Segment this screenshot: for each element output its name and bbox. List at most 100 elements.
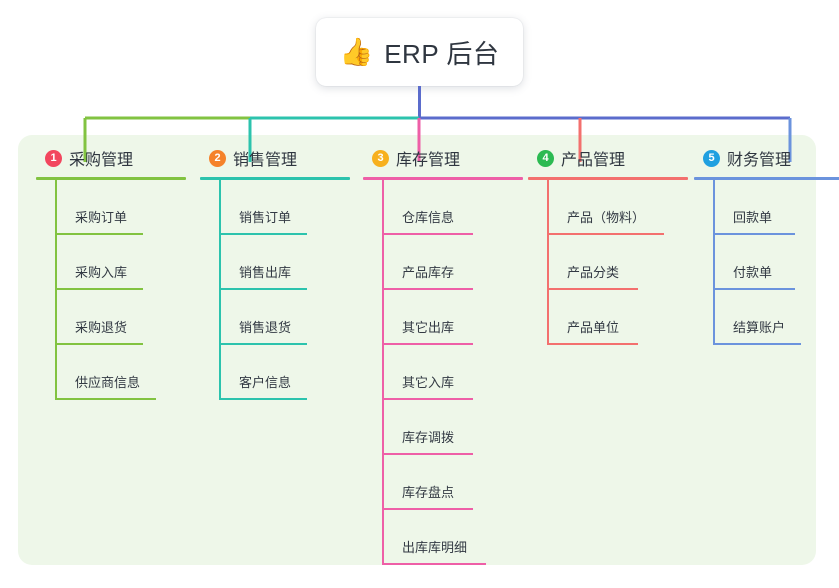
branch-item[interactable]: 产品单位 bbox=[547, 290, 688, 345]
thumbs-up-emoji: 👍 bbox=[339, 36, 374, 67]
branch-item-label: 结算账户 bbox=[733, 320, 786, 335]
branch-header-rule bbox=[200, 177, 350, 180]
root-node-card[interactable]: 👍 ERP 后台 bbox=[316, 18, 523, 86]
branch-item-label: 其它入库 bbox=[402, 375, 455, 390]
branch-item-rule bbox=[382, 233, 473, 235]
branch-item-rule bbox=[382, 398, 473, 400]
branch-spine bbox=[55, 180, 57, 400]
branch-column-2: 2 销售管理销售订单销售出库销售退货客户信息 bbox=[200, 146, 350, 400]
branch-item[interactable]: 采购入库 bbox=[55, 235, 186, 290]
branch-item-rule bbox=[55, 288, 143, 290]
branch-item[interactable]: 产品（物料） bbox=[547, 180, 688, 235]
branch-item-label: 销售订单 bbox=[239, 210, 292, 225]
branch-header-rule bbox=[528, 177, 688, 180]
branch-item-list: 采购订单采购入库采购退货供应商信息 bbox=[55, 180, 186, 400]
branch-header-1[interactable]: 1 采购管理 bbox=[36, 146, 186, 170]
branch-item-rule bbox=[547, 233, 664, 235]
branch-title: 采购管理 bbox=[69, 152, 134, 169]
root-node-title: ERP 后台 bbox=[384, 38, 500, 69]
branch-header-2[interactable]: 2 销售管理 bbox=[200, 146, 350, 170]
branch-title: 财务管理 bbox=[727, 152, 792, 169]
branch-item[interactable]: 销售出库 bbox=[219, 235, 350, 290]
branch-item[interactable]: 其它入库 bbox=[382, 345, 523, 400]
branch-item[interactable]: 供应商信息 bbox=[55, 345, 186, 400]
branch-item-label: 库存调拨 bbox=[402, 430, 455, 445]
branch-number-badge: 2 bbox=[209, 149, 226, 167]
branch-column-1: 1 采购管理采购订单采购入库采购退货供应商信息 bbox=[36, 146, 186, 400]
branch-title: 销售管理 bbox=[233, 152, 298, 169]
branch-column-5: 5 财务管理回款单付款单结算账户 bbox=[694, 146, 839, 345]
branch-item[interactable]: 回款单 bbox=[713, 180, 839, 235]
branch-title: 产品管理 bbox=[561, 152, 626, 169]
branch-item-list: 产品（物料） 产品分类产品单位 bbox=[547, 180, 688, 345]
branch-item-list: 销售订单销售出库销售退货客户信息 bbox=[219, 180, 350, 400]
branch-spine bbox=[382, 180, 384, 565]
branch-item-label: 采购订单 bbox=[75, 210, 128, 225]
branch-title: 库存管理 bbox=[396, 152, 461, 169]
branch-item-rule bbox=[382, 343, 473, 345]
branch-item[interactable]: 仓库信息 bbox=[382, 180, 523, 235]
branch-item-rule bbox=[382, 288, 473, 290]
branch-number-badge: 4 bbox=[537, 149, 554, 167]
branch-item-rule bbox=[713, 288, 795, 290]
branch-item-rule bbox=[382, 453, 473, 455]
branch-item-rule bbox=[382, 563, 486, 565]
branch-item-label: 出库库明细 bbox=[402, 540, 468, 555]
branch-column-4: 4 产品管理产品（物料） 产品分类产品单位 bbox=[528, 146, 688, 345]
branch-item[interactable]: 其它出库 bbox=[382, 290, 523, 345]
branch-spine bbox=[219, 180, 221, 400]
branch-item-label: 销售退货 bbox=[239, 320, 292, 335]
branch-item-label: 产品库存 bbox=[402, 265, 455, 280]
branch-header-rule bbox=[694, 177, 839, 180]
branches-panel bbox=[18, 135, 816, 565]
branch-item-label: 客户信息 bbox=[239, 375, 292, 390]
branch-header-4[interactable]: 4 产品管理 bbox=[528, 146, 688, 170]
branch-item[interactable]: 销售退货 bbox=[219, 290, 350, 345]
branch-item[interactable]: 客户信息 bbox=[219, 345, 350, 400]
branch-item-rule bbox=[713, 343, 801, 345]
branch-item-label: 付款单 bbox=[733, 265, 773, 280]
branch-item-rule bbox=[382, 508, 473, 510]
branch-number-badge: 1 bbox=[45, 149, 62, 167]
branch-item[interactable]: 采购订单 bbox=[55, 180, 186, 235]
branch-number-badge: 3 bbox=[372, 149, 389, 167]
branch-item[interactable]: 产品库存 bbox=[382, 235, 523, 290]
branch-item-rule bbox=[55, 398, 156, 400]
branch-item[interactable]: 库存调拨 bbox=[382, 400, 523, 455]
branch-item-label: 仓库信息 bbox=[402, 210, 455, 225]
branch-item[interactable]: 付款单 bbox=[713, 235, 839, 290]
branch-item[interactable]: 销售订单 bbox=[219, 180, 350, 235]
branch-item-rule bbox=[219, 398, 307, 400]
branch-item-list: 回款单付款单结算账户 bbox=[713, 180, 839, 345]
branch-item-label: 产品（物料） bbox=[567, 210, 646, 225]
branch-item-rule bbox=[219, 343, 307, 345]
branch-item[interactable]: 结算账户 bbox=[713, 290, 839, 345]
branch-item-label: 其它出库 bbox=[402, 320, 455, 335]
branch-item-label: 库存盘点 bbox=[402, 485, 455, 500]
branch-item-rule bbox=[55, 343, 143, 345]
branch-item[interactable]: 出库库明细 bbox=[382, 510, 523, 565]
branch-item-rule bbox=[547, 343, 638, 345]
branch-column-3: 3 库存管理仓库信息产品库存其它出库其它入库库存调拨库存盘点出库库明细 bbox=[363, 146, 523, 565]
branch-item-label: 采购退货 bbox=[75, 320, 128, 335]
branch-header-rule bbox=[36, 177, 186, 180]
branch-number-badge: 5 bbox=[703, 149, 720, 167]
branch-item-label: 供应商信息 bbox=[75, 375, 141, 390]
branch-item-rule bbox=[219, 288, 307, 290]
branch-item-label: 回款单 bbox=[733, 210, 773, 225]
branch-item-label: 销售出库 bbox=[239, 265, 292, 280]
branch-item[interactable]: 采购退货 bbox=[55, 290, 186, 345]
branch-item[interactable]: 产品分类 bbox=[547, 235, 688, 290]
branch-item[interactable]: 库存盘点 bbox=[382, 455, 523, 510]
branch-item-rule bbox=[55, 233, 143, 235]
branch-spine bbox=[713, 180, 715, 345]
branch-header-5[interactable]: 5 财务管理 bbox=[694, 146, 839, 170]
branch-item-list: 仓库信息产品库存其它出库其它入库库存调拨库存盘点出库库明细 bbox=[382, 180, 523, 565]
branch-item-rule bbox=[713, 233, 795, 235]
branch-item-rule bbox=[219, 233, 307, 235]
branch-header-rule bbox=[363, 177, 523, 180]
branch-item-label: 采购入库 bbox=[75, 265, 128, 280]
branch-header-3[interactable]: 3 库存管理 bbox=[363, 146, 523, 170]
branch-item-label: 产品单位 bbox=[567, 320, 620, 335]
